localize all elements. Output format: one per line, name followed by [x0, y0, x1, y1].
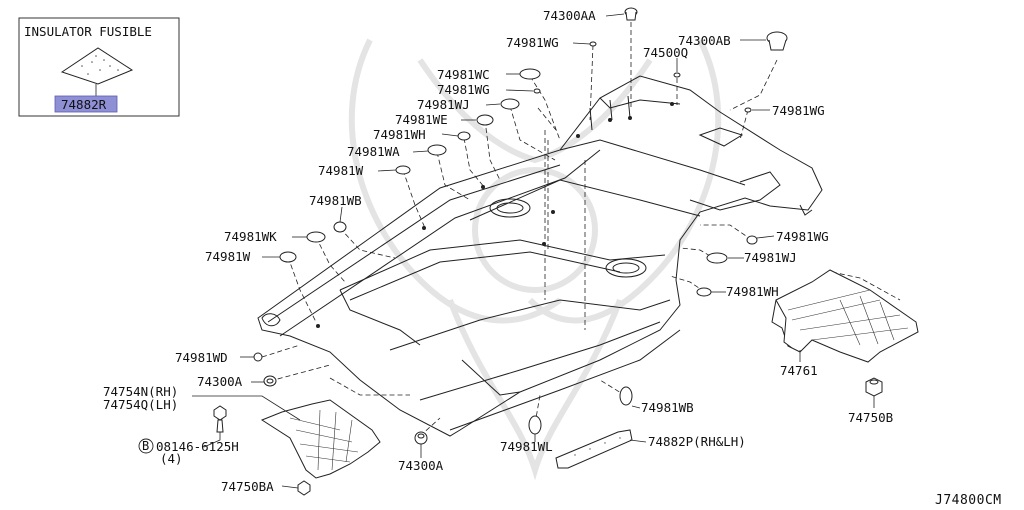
label-74981WE[interactable]: 74981WE [395, 112, 448, 127]
label-74981WC[interactable]: 74981WC [437, 67, 490, 82]
label-74754Q[interactable]: 74754Q(LH) [103, 397, 178, 412]
grommet-74981WL[interactable] [528, 415, 542, 435]
label-74981WL[interactable]: 74981WL [500, 439, 553, 454]
grommet-74981WB-a[interactable] [333, 221, 347, 233]
label-74981WB-b[interactable]: 74981WB [641, 400, 694, 415]
label-08146-6125H[interactable]: 08146-6125H [156, 439, 239, 454]
label-74981WH-a[interactable]: 74981WH [373, 127, 426, 142]
inset-title: INSULATOR FUSIBLE [24, 24, 152, 39]
grommet-74981W-b[interactable] [279, 251, 297, 263]
label-74761[interactable]: 74761 [780, 363, 818, 378]
label-74754N[interactable]: 74754N(RH) [103, 384, 178, 399]
label-74981WJ-b[interactable]: 74981WJ [744, 250, 797, 265]
label-74750BA[interactable]: 74750BA [221, 479, 274, 494]
label-74500Q[interactable]: 74500Q [643, 45, 688, 60]
insulator-74882P[interactable] [555, 429, 633, 469]
grommet-74981WC[interactable] [519, 68, 541, 80]
label-74981W-a[interactable]: 74981W [318, 163, 364, 178]
label-74981WJ-a[interactable]: 74981WJ [417, 97, 470, 112]
grommet-74500Q[interactable] [673, 72, 681, 78]
bolt-symbol-letter: B [142, 439, 149, 453]
label-74981WD[interactable]: 74981WD [175, 350, 228, 365]
floor-pan-assembly [257, 75, 823, 437]
cap-74300A-a[interactable] [263, 375, 277, 387]
dashed-leaders [261, 22, 901, 437]
label-74981WA[interactable]: 74981WA [347, 144, 400, 159]
grommet-74981W-a[interactable] [395, 165, 411, 175]
grommet-74981WG-a[interactable] [589, 41, 597, 47]
label-74981WG-a[interactable]: 74981WG [506, 35, 559, 50]
grommet-74981WJ-b[interactable] [706, 252, 728, 264]
label-74981WG-b[interactable]: 74981WG [437, 82, 490, 97]
label-74882P[interactable]: 74882P(RH&LH) [648, 434, 746, 449]
grommet-74981WH-b[interactable] [696, 287, 712, 297]
protector-74754[interactable] [260, 399, 381, 479]
label-74981WG-d[interactable]: 74981WG [776, 229, 829, 244]
watermark-emblem [348, 38, 722, 481]
nut-74750BA[interactable] [297, 480, 311, 496]
grommet-74981WH-a[interactable] [457, 131, 471, 141]
label-leaders [192, 13, 875, 489]
bolt-symbol-circle [138, 438, 154, 454]
grommet-74981WE[interactable] [476, 114, 494, 126]
part-number-highlight [54, 95, 118, 113]
label-74981W-b[interactable]: 74981W [205, 249, 251, 264]
grommets [253, 7, 788, 445]
label-74981WK[interactable]: 74981WK [224, 229, 277, 244]
insulator-pad-texture [81, 55, 119, 75]
grommet-74981WG-c[interactable] [744, 107, 752, 113]
nut-74750B[interactable] [865, 377, 883, 397]
grommet-74981WB-b[interactable] [619, 386, 633, 406]
grommet-74981WD[interactable] [253, 352, 263, 362]
grommet-74981WG-b[interactable] [533, 88, 541, 94]
cap-74300AB[interactable] [766, 31, 788, 51]
grommet-74981WA[interactable] [427, 144, 447, 156]
label-74750B[interactable]: 74750B [848, 410, 893, 425]
label-74300AA[interactable]: 74300AA [543, 8, 596, 23]
bolt-08146-6125H[interactable] [213, 405, 227, 433]
inset-part-number[interactable]: 74882R [61, 97, 107, 112]
grommet-74981WJ-a[interactable] [500, 98, 520, 110]
label-74981WB-a[interactable]: 74981WB [309, 193, 362, 208]
cap-74300AA[interactable] [624, 7, 638, 21]
insulator-fusible-inset: INSULATOR FUSIBLE 74882R [18, 17, 180, 117]
grommet-74981WK[interactable] [306, 231, 326, 243]
figure-reference: J74800CM [935, 493, 1002, 508]
label-08146-qty: (4) [160, 451, 183, 466]
cap-74300A-b[interactable] [414, 431, 428, 445]
protector-74761[interactable] [771, 269, 919, 363]
label-74300A-a[interactable]: 74300A [197, 374, 243, 389]
label-74981WG-c[interactable]: 74981WG [772, 103, 825, 118]
label-74300AB[interactable]: 74300AB [678, 33, 731, 48]
label-74981WH-b[interactable]: 74981WH [726, 284, 779, 299]
part-labels: 74300AA 74981WG 74300AB 74500Q 74981WC 7… [103, 8, 893, 494]
label-74300A-b[interactable]: 74300A [398, 458, 444, 473]
grommet-74981WG-d[interactable] [746, 235, 758, 245]
